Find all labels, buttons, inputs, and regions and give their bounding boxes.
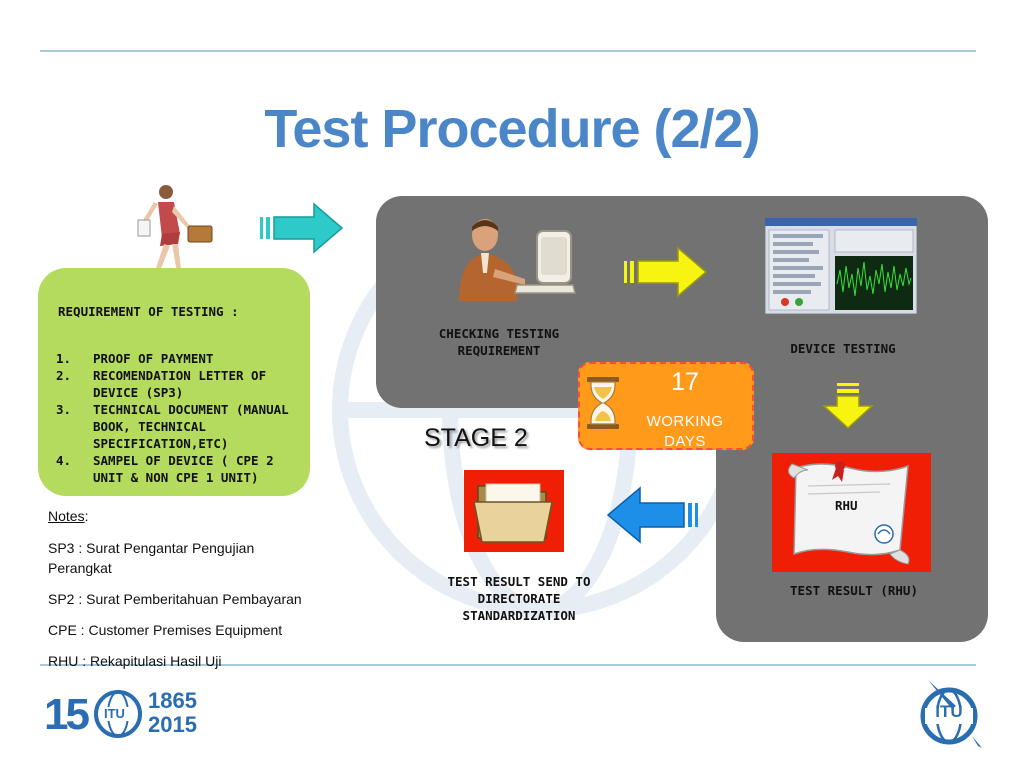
note-sp3: SP3 : Surat Pengantar Pengujian Perangka… <box>48 540 255 576</box>
note-cpe: CPE : Customer Premises Equipment <box>48 622 283 638</box>
page-title: Test Procedure (2/2) <box>264 99 760 159</box>
list-text: PROOF OF PAYMENT <box>93 351 214 366</box>
yellow-arrow-right-icon <box>624 246 708 298</box>
requirements-list: 1. PROOF OF PAYMENT 2. RECOMENDATION LETTE… <box>56 350 306 486</box>
list-number: 2. <box>56 368 72 383</box>
itu-logo-small-icon <box>94 690 142 738</box>
notes-heading-text: Notes <box>48 508 85 524</box>
certificate-scroll-icon <box>788 461 910 565</box>
list-item: 1. PROOF OF PAYMENT <box>56 350 306 367</box>
man-at-computer-icon <box>459 219 576 301</box>
list-item: 4. SAMPEL OF DEVICE ( CPE 2 UNIT & NON CP… <box>56 452 306 486</box>
checking-requirement-label: CHECKING TESTING REQUIREMENT <box>438 326 560 358</box>
teal-arrow-icon <box>260 202 344 254</box>
logo-150-prefix: 15 <box>44 690 90 739</box>
list-number: 3. <box>56 402 72 417</box>
duration-unit: WORKING DAYS <box>646 413 724 450</box>
list-number: 1. <box>56 351 72 366</box>
bottom-rule <box>40 664 976 666</box>
logo-itu-globe-text: ITU <box>935 702 963 721</box>
stage-label: STAGE 2 <box>424 424 528 452</box>
list-item: 2. RECOMENDATION LETTER OF DEVICE (SP3) <box>56 367 306 401</box>
requirements-heading: REQUIREMENT OF TESTING : <box>58 304 239 319</box>
list-text: TECHNICAL DOCUMENT (MANUAL BOOK, TECHNIC… <box>93 402 289 451</box>
notes-colon: : <box>84 508 89 524</box>
blue-arrow-left-icon <box>606 486 698 544</box>
list-text: RECOMENDATION LETTER OF DEVICE (SP3) <box>93 368 267 400</box>
test-result-label: TEST RESULT (RHU) <box>790 583 918 598</box>
yellow-arrow-down-icon <box>822 383 874 430</box>
logo-year-start: 1865 <box>148 688 197 713</box>
software-screenshot-icon <box>765 218 917 314</box>
notes-heading: Notes: <box>48 508 88 524</box>
note-rhu: RHU : Rekapitulasi Hasil Uji <box>48 653 222 669</box>
top-rule <box>40 50 976 52</box>
hourglass-icon <box>587 377 619 429</box>
requirements-panel <box>38 268 310 496</box>
device-testing-label: DEVICE TESTING <box>790 341 896 356</box>
send-label: TEST RESULT SEND TO DIRECTORATE STANDARD… <box>447 574 591 623</box>
list-item: 3. TECHNICAL DOCUMENT (MANUAL BOOK, TECHN… <box>56 401 306 452</box>
duration-number: 17 <box>671 368 699 396</box>
itu-globe-icon <box>920 680 982 748</box>
rhu-label: RHU <box>835 498 858 513</box>
woman-with-briefcase-icon <box>137 185 213 282</box>
list-number: 4. <box>56 453 72 468</box>
logo-year-end: 2015 <box>148 712 197 737</box>
folder-icon <box>473 483 553 543</box>
logo-itu-small: ITU <box>104 706 125 721</box>
list-text: SAMPEL OF DEVICE ( CPE 2 UNIT & NON CPE … <box>93 453 274 485</box>
note-sp2: SP2 : Surat Pemberitahuan Pembayaran <box>48 591 302 607</box>
